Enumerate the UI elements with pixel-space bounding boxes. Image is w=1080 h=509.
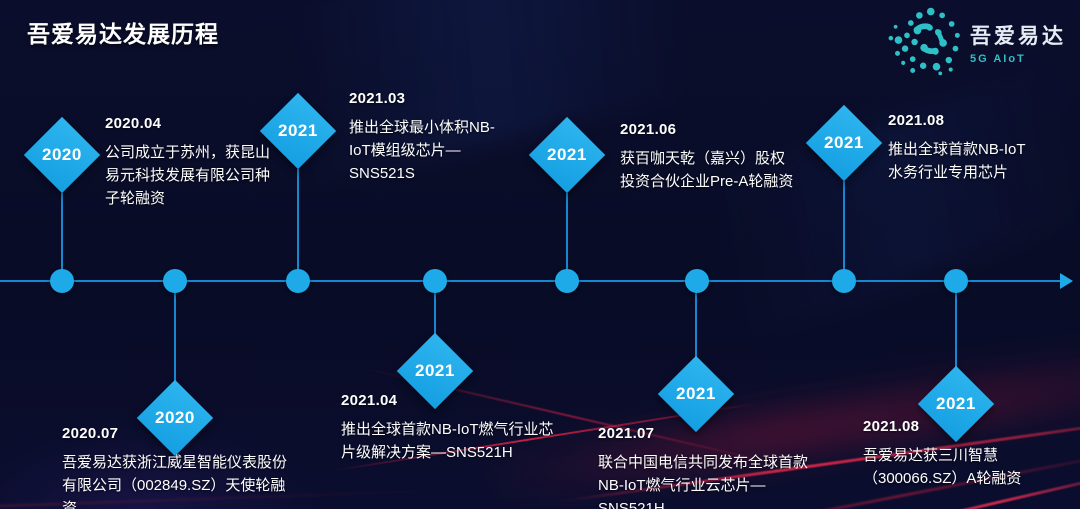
timeline-node bbox=[50, 269, 74, 293]
milestone-connector bbox=[434, 281, 436, 335]
year-diamond: 2021 bbox=[528, 116, 606, 194]
milestone-description: 推出全球最小体积NB-IoT模组级芯片—SNS521S bbox=[349, 119, 495, 182]
timeline-node bbox=[944, 269, 968, 293]
milestone-connector bbox=[566, 193, 568, 281]
milestone-description: 推出全球首款NB-IoT水务行业专用芯片 bbox=[888, 141, 1026, 181]
milestone-item: 2021.08 吾爱易达获三川智慧（300066.SZ）A轮融资 bbox=[863, 418, 1045, 490]
milestone-connector bbox=[61, 193, 63, 281]
milestone-date: 2021.03 bbox=[349, 90, 406, 107]
milestone-connector bbox=[843, 181, 845, 281]
milestone-date: 2020.07 bbox=[62, 425, 119, 442]
milestone-connector bbox=[297, 169, 299, 281]
timeline-node bbox=[685, 269, 709, 293]
year-label: 2021 bbox=[415, 360, 455, 380]
milestone-date: 2021.08 bbox=[863, 418, 920, 435]
milestone-description: 吾爱易达获浙江威星智能仪表股份有限公司（002849.SZ）天使轮融资 bbox=[62, 454, 288, 509]
milestone-date: 2021.06 bbox=[620, 121, 677, 138]
milestone-item: 2020.04 公司成立于苏州，获昆山易元科技发展有限公司种子轮融资 bbox=[105, 115, 277, 210]
timeline-arrow-icon bbox=[1060, 273, 1073, 289]
year-diamond: 2021 bbox=[657, 355, 735, 433]
logo-mark-icon bbox=[888, 7, 960, 76]
timeline-node bbox=[286, 269, 310, 293]
milestone-item: 2021.07 联合中国电信共同发布全球首款NB-IoT燃气行业云芯片—SNS5… bbox=[598, 425, 814, 509]
milestone-date: 2020.04 bbox=[105, 115, 162, 132]
milestone-description: 获百咖天乾（嘉兴）股权投资合伙企业Pre-A轮融资 bbox=[620, 150, 794, 190]
background-blue-streak bbox=[637, 39, 1080, 361]
milestone-description: 联合中国电信共同发布全球首款NB-IoT燃气行业云芯片—SNS521H bbox=[598, 454, 809, 509]
milestone-connector bbox=[955, 281, 957, 368]
company-logo: 吾爱易达 5G AIoT bbox=[888, 4, 1066, 80]
milestone-item: 2020.07 吾爱易达获浙江威星智能仪表股份有限公司（002849.SZ）天使… bbox=[62, 425, 300, 509]
timeline-node bbox=[555, 269, 579, 293]
milestone-description: 吾爱易达获三川智慧（300066.SZ）A轮融资 bbox=[863, 447, 1022, 487]
milestone-item: 2021.03 推出全球最小体积NB-IoT模组级芯片—SNS521S bbox=[349, 90, 507, 185]
milestone-description: 推出全球首款NB-IoT燃气行业芯片级解决方案—SNS521H bbox=[341, 421, 554, 461]
year-diamond: 2020 bbox=[23, 116, 101, 194]
page-title: 吾爱易达发展历程 bbox=[27, 21, 219, 47]
milestone-item: 2021.08 推出全球首款NB-IoT水务行业专用芯片 bbox=[888, 112, 1040, 184]
milestone-connector bbox=[695, 281, 697, 358]
milestone-description: 公司成立于苏州，获昆山易元科技发展有限公司种子轮融资 bbox=[105, 144, 271, 207]
milestone-date: 2021.04 bbox=[341, 392, 398, 409]
logo-subtitle: 5G AIoT bbox=[970, 52, 1026, 65]
timeline-node bbox=[423, 269, 447, 293]
year-label: 2020 bbox=[42, 144, 82, 164]
timeline-node bbox=[832, 269, 856, 293]
year-label: 2021 bbox=[824, 132, 864, 152]
milestone-date: 2021.07 bbox=[598, 425, 655, 442]
year-label: 2021 bbox=[547, 144, 587, 164]
milestone-item: 2021.06 获百咖天乾（嘉兴）股权投资合伙企业Pre-A轮融资 bbox=[620, 121, 798, 193]
year-label: 2021 bbox=[936, 393, 976, 413]
year-diamond: 2021 bbox=[805, 104, 883, 182]
timeline-axis bbox=[0, 280, 1062, 282]
milestone-connector bbox=[174, 281, 176, 381]
year-label: 2021 bbox=[676, 383, 716, 403]
timeline-node bbox=[163, 269, 187, 293]
milestone-item: 2021.04 推出全球首款NB-IoT燃气行业芯片级解决方案—SNS521H bbox=[341, 392, 555, 464]
logo-name: 吾爱易达 bbox=[970, 24, 1066, 48]
year-label: 2021 bbox=[278, 120, 318, 140]
milestone-date: 2021.08 bbox=[888, 112, 945, 129]
